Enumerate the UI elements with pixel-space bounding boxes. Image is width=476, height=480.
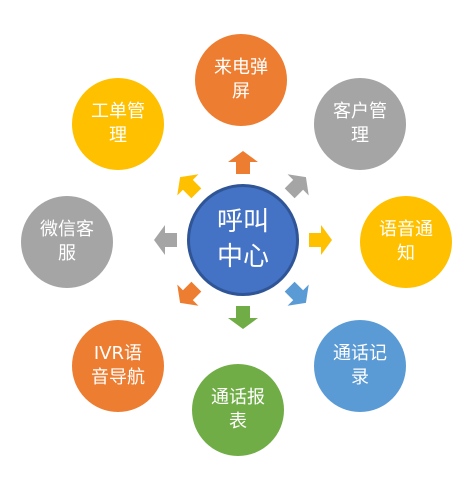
node-label: 语音通知 [379, 218, 433, 264]
node-call-reports: 通话报表 [192, 364, 284, 456]
node-label: IVR语音导航 [91, 342, 145, 388]
node-call-records: 通话记录 [314, 320, 406, 412]
arrow-to-customer-management [284, 174, 309, 199]
arrow-to-ivr-navigation [177, 281, 202, 306]
node-ticket-management: 工单管理 [72, 78, 164, 170]
node-wechat-service: 微信客服 [21, 196, 113, 288]
node-label: 通话报表 [211, 386, 265, 432]
node-ivr-navigation: IVR语音导航 [72, 320, 164, 412]
node-label: 工单管理 [91, 100, 145, 146]
node-voice-notification: 语音通知 [360, 196, 452, 288]
arrow-to-ticket-management [177, 174, 202, 199]
arrow-to-voice-notification [309, 225, 332, 255]
arrow-to-wechat-service [154, 225, 177, 255]
node-label: 通话记录 [333, 342, 387, 388]
node-label: 微信客服 [40, 218, 94, 264]
hub-label: 呼叫中心 [216, 206, 269, 272]
hub-node-call-center: 呼叫中心 [187, 184, 299, 296]
arrow-to-incoming-call-popup [228, 151, 258, 174]
node-customer-management: 客户管理 [314, 78, 406, 170]
node-incoming-call-popup: 来电弹屏 [195, 34, 287, 126]
node-label: 来电弹屏 [214, 56, 268, 102]
node-label: 客户管理 [333, 100, 387, 146]
arrow-to-call-records [284, 281, 309, 306]
arrow-to-call-reports [228, 306, 258, 329]
